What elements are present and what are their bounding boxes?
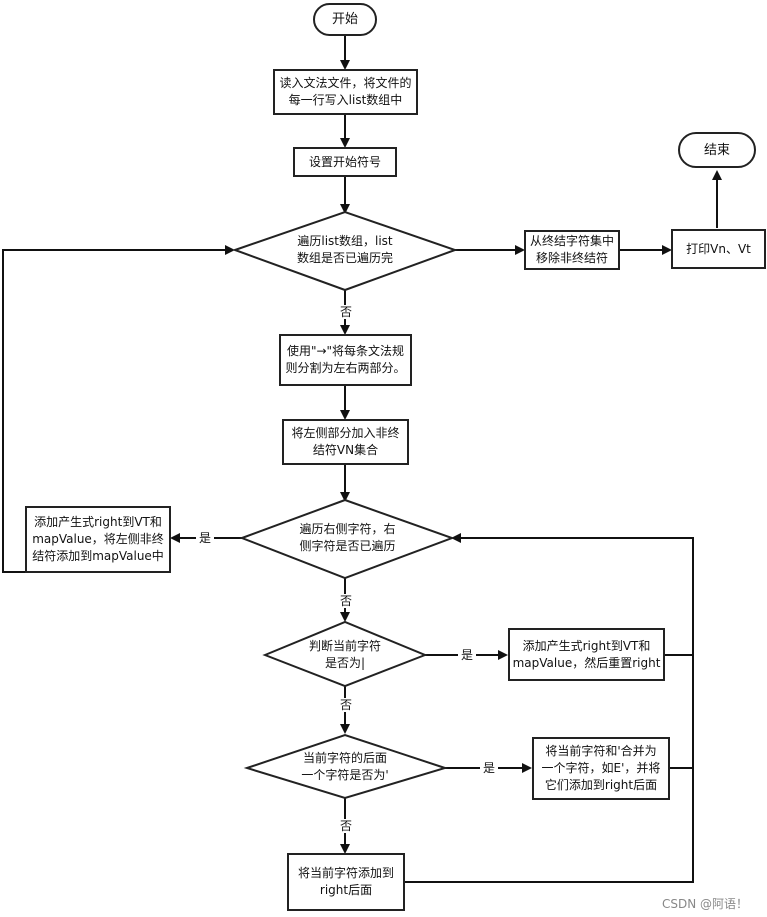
is-bar-label: 判断当前字符 是否为|	[308, 639, 381, 670]
split-rule-box: 使用"→"将每条文法规 则分割为左右两部分。	[279, 334, 412, 386]
next-quote-label: 当前字符的后面 一个字符是否为'	[301, 751, 389, 782]
add-prod-left-box: 添加产生式right到VT和 mapValue，将左侧非终 结符添加到mapVa…	[25, 506, 171, 573]
add-prod-reset-box: 添加产生式right到VT和 mapValue，然后重置right	[508, 628, 665, 681]
edge-label-no-2: 否	[337, 594, 356, 608]
read-file-box: 读入文法文件，将文件的 每一行写入list数组中	[273, 69, 418, 115]
print-label: 打印Vn、Vt	[686, 241, 751, 256]
merge-quote-box: 将当前字符和'合并为 一个字符，如E'，并将 它们添加到right后面	[532, 737, 670, 800]
decision-is-bar	[262, 620, 428, 688]
decision-next-quote	[243, 733, 449, 800]
edge-addprod-back	[2, 245, 235, 573]
loop-right-text: 遍历右侧字符，右 侧字符是否已遍历	[280, 517, 415, 559]
end-label: 结束	[703, 142, 730, 158]
watermark: CSDN @阿语！	[662, 897, 749, 911]
set-start-label: 设置开始符号	[308, 154, 381, 169]
next-quote-text: 当前字符的后面 一个字符是否为'	[285, 747, 405, 787]
read-file-label: 读入文法文件，将文件的 每一行写入list数组中	[279, 76, 412, 107]
edge-label-yes-2: 是	[458, 648, 477, 662]
edge-label-no-4: 否	[337, 819, 356, 833]
edge-label-yes-1: 是	[196, 531, 215, 545]
split-rule-label: 使用"→"将每条文法规 则分割为左右两部分。	[285, 344, 406, 375]
is-bar-text: 判断当前字符 是否为|	[295, 635, 395, 675]
remove-nonterm-box: 从终结字符集中 移除非终结符	[524, 230, 620, 270]
loop-right-label: 遍历右侧字符，右 侧字符是否已遍历	[299, 522, 396, 553]
start-terminal: 开始	[313, 3, 377, 36]
edge-label-yes-3: 是	[480, 761, 499, 775]
print-box: 打印Vn、Vt	[671, 229, 766, 269]
edge-label-no-3: 否	[337, 698, 356, 712]
edge-label-no-1: 否	[337, 305, 356, 319]
add-prod-left-label: 添加产生式right到VT和 mapValue，将左侧非终 结符添加到mapVa…	[32, 515, 164, 563]
add-left-vn-box: 将左侧部分加入非终 结符VN集合	[282, 419, 409, 465]
edge-append-back	[405, 533, 694, 883]
set-start-box: 设置开始符号	[293, 147, 397, 177]
end-terminal: 结束	[678, 132, 756, 168]
append-char-box: 将当前字符添加到 right后面	[287, 853, 405, 911]
loop-list-text: 遍历list数组，list 数组是否已遍历完	[275, 229, 415, 271]
add-prod-reset-label: 添加产生式right到VT和 mapValue，然后重置right	[512, 638, 661, 670]
decision-loop-right	[239, 498, 455, 580]
append-char-label: 将当前字符添加到 right后面	[297, 866, 394, 897]
merge-quote-label: 将当前字符和'合并为 一个字符，如E'，并将 它们添加到right后面	[541, 744, 661, 792]
start-label: 开始	[331, 12, 358, 27]
loop-list-label: 遍历list数组，list 数组是否已遍历完	[296, 234, 393, 265]
add-left-vn-label: 将左侧部分加入非终 结符VN集合	[291, 426, 400, 457]
decision-loop-list	[232, 210, 458, 292]
remove-nonterm-label: 从终结字符集中 移除非终结符	[529, 234, 614, 265]
